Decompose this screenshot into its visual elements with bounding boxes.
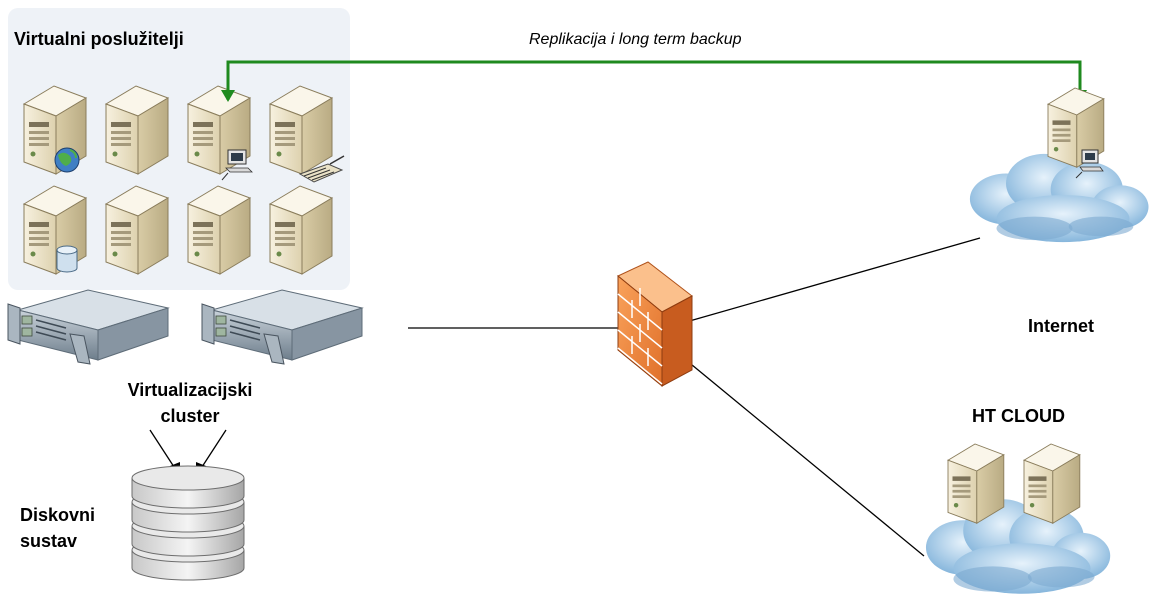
server-tower-icon (105, 185, 169, 275)
rack-server-icon (7, 289, 169, 365)
cluster-label-line2: cluster (160, 406, 220, 426)
server-tower-icon (187, 185, 251, 275)
replication-caption: Replikacija i long term backup (529, 31, 742, 48)
firewall-htcloud-link (685, 359, 925, 557)
rack-server-icon (201, 289, 363, 365)
terminal-icon (1075, 149, 1104, 179)
database-icon (56, 245, 78, 273)
replication-link (226, 60, 1082, 100)
terminal-icon (221, 149, 253, 181)
cluster-label: Virtualizacijski cluster (105, 377, 275, 429)
cloud-icon (969, 153, 1149, 243)
ht-cloud-label: HT CLOUD (972, 406, 1065, 426)
modem-icon (298, 155, 345, 183)
firewall-icon (617, 261, 693, 388)
firewall-internet-link (685, 237, 981, 323)
virtual-servers-title: Virtualni poslužitelji (14, 29, 184, 49)
server-tower-icon (269, 185, 333, 275)
disk-system-label: Diskovni sustav (20, 502, 95, 554)
globe-icon (54, 147, 80, 173)
server-tower-icon (1023, 443, 1081, 524)
disk-label-line1: Diskovni (20, 505, 96, 525)
disk-stack-icon (131, 465, 245, 581)
internet-label: Internet (1028, 316, 1095, 336)
arrow-down-icon (221, 90, 235, 102)
server-tower-icon (269, 85, 333, 175)
disk-label-line2: sustav (20, 531, 78, 551)
virtual-servers-group (8, 8, 350, 290)
server-tower-icon (105, 85, 169, 175)
cluster-label-line1: Virtualizacijski (127, 380, 253, 400)
server-tower-icon (947, 443, 1005, 524)
cluster-disk-link (199, 429, 227, 471)
cluster-disk-link (149, 429, 177, 471)
